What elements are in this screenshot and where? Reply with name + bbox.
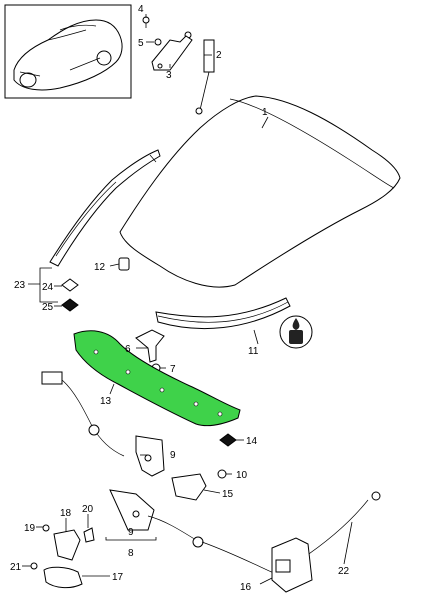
callout-11: 11 [248,346,259,357]
callout-15: 15 [222,489,234,500]
callout-13: 13 [100,396,112,407]
hood-panel-part [119,95,401,288]
leader-lines [22,14,353,585]
callout-10: 10 [236,470,248,481]
grommet-14-part [219,433,237,447]
callout-18: 18 [60,508,72,519]
callout-23: 23 [14,280,26,291]
gas-strut-part [184,31,215,115]
callout-24: 24 [42,282,54,293]
callout-9-upper: 9 [170,450,176,461]
front-seal-part [155,297,291,330]
screw-10-part [217,469,227,479]
release-handle-part [271,537,313,593]
callout-1: 1 [262,107,268,118]
latch-lower-part [109,489,204,548]
callout-7: 7 [170,364,176,375]
grease-lubricant-icon [279,315,313,349]
callout-17: 17 [112,572,124,583]
callout-20: 20 [82,504,94,515]
hood-seal-strip-part [49,149,161,267]
callout-8: 8 [128,548,134,559]
callout-4: 4 [138,4,144,15]
callout-6: 6 [125,344,131,355]
car-thumbnail-icon [4,4,132,99]
bracket-15-part [171,473,207,501]
clip-24-part [61,278,79,292]
bracket-6-part [135,329,165,363]
callout-25: 25 [42,302,54,313]
callout-14: 14 [246,436,258,447]
callout-2: 2 [216,50,222,61]
release-lever-part [30,524,95,589]
switch-cable-part [41,371,125,457]
clip-25-part [61,298,79,312]
callout-labels: 1 2 3 4 5 6 7 8 9 9 10 11 12 13 14 15 16… [10,4,350,593]
callout-3: 3 [166,70,172,81]
callout-12: 12 [94,262,106,273]
callout-19: 19 [24,523,36,534]
callout-5: 5 [138,38,144,49]
callout-16: 16 [240,582,252,593]
strut-bracket-part [142,16,193,71]
callout-21: 21 [10,562,22,573]
front-cross-member-part [73,330,241,427]
bump-stop-part [118,257,130,271]
latch-upper-part [135,435,165,477]
callout-22: 22 [338,566,350,577]
callout-9-lower: 9 [128,527,134,538]
